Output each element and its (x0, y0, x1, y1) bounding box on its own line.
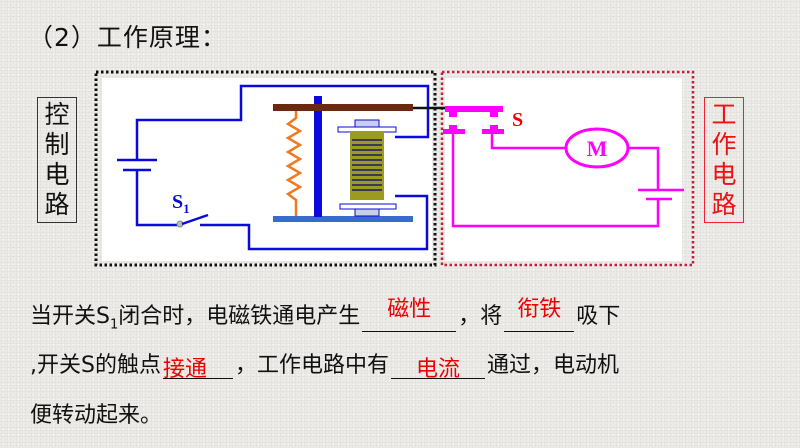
subscript: 1 (109, 317, 119, 333)
work-circuit-label: 工 作 电 路 (704, 97, 744, 223)
text: ，将 (458, 304, 503, 329)
switch-s-contacts (443, 106, 504, 134)
answer-1: 磁性 (387, 297, 432, 323)
label-char: 作 (711, 130, 737, 159)
work-wires (451, 134, 660, 228)
label-char: 电 (711, 160, 737, 189)
label-char: 工 (711, 100, 737, 129)
motor-label: M (587, 136, 608, 161)
label-char: 路 (711, 190, 737, 219)
work-panel-bg (445, 78, 682, 261)
blank-2[interactable]: 衔铁 (504, 297, 575, 333)
answer-4: 电流 (415, 357, 460, 382)
s1-label: S1 (172, 191, 190, 216)
control-circuit-label: 控 制 电 路 (37, 97, 77, 223)
label-char: 电 (44, 160, 70, 189)
spring-icon (285, 111, 303, 216)
paragraph-line-1: 当开关S1闭合时，电磁铁通电产生 磁性 ，将衔铁吸下 (30, 297, 621, 333)
paragraph-line-3: 便转动起来。 (30, 403, 163, 428)
control-circuit-border (94, 70, 437, 267)
text: 吸下 (576, 304, 621, 329)
label-char: 制 (44, 130, 70, 159)
paragraph-line-2: ,开关S的触点接通 ，工作电路中有 电流 通过，电动机 (30, 347, 619, 382)
control-battery-icon (117, 158, 157, 172)
relay-base (273, 216, 413, 222)
section-title: （2）工作原理： (28, 23, 227, 52)
electromagnet-coil (337, 119, 397, 217)
text: 当开关S (30, 304, 110, 329)
answer-2: 衔铁 (517, 297, 562, 323)
label-char: 控 (44, 100, 70, 129)
label-char: 路 (44, 190, 70, 219)
work-circuit-border (440, 70, 695, 267)
switch-s-label: S (512, 109, 523, 131)
text: 通过，电动机 (486, 353, 619, 378)
work-battery-icon (638, 188, 684, 201)
text: 闭合时，电磁铁通电产生 (118, 304, 361, 329)
text: ,开关S的触点 (30, 353, 161, 378)
blank-1[interactable]: 磁性 (362, 297, 457, 333)
relay-post (314, 96, 322, 217)
armature (273, 104, 413, 111)
motor-icon (564, 127, 630, 169)
blank-3[interactable]: 接通 (162, 352, 233, 382)
s1-switch-icon[interactable] (181, 213, 209, 226)
control-wires (135, 84, 430, 251)
blank-4[interactable]: 电流 (390, 352, 485, 382)
text: ，工作电路中有 (234, 353, 389, 378)
answer-3: 接通 (162, 357, 207, 382)
